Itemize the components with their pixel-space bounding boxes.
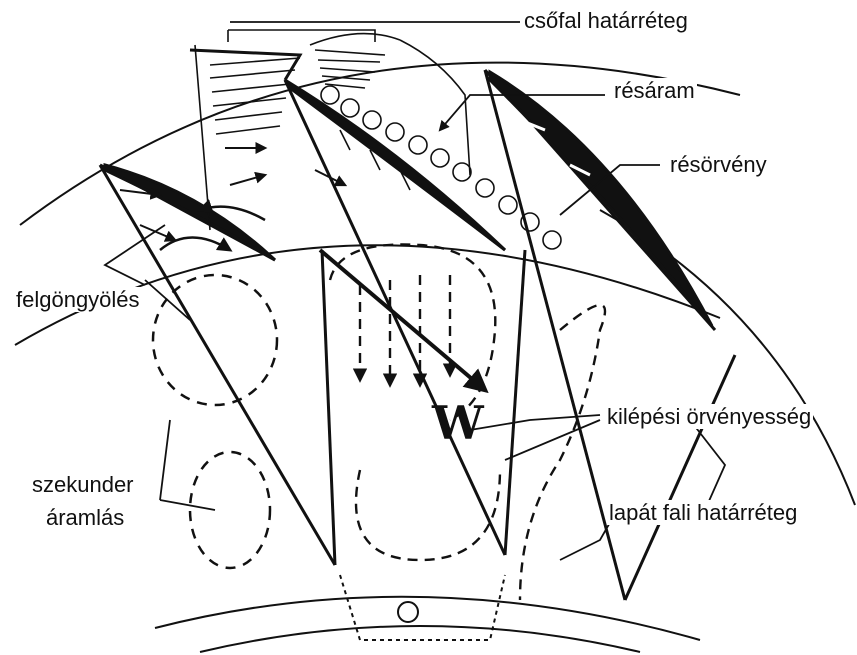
label-tip-leakage-flow: résáram: [612, 78, 697, 103]
label-relative-velocity-w: W: [432, 396, 484, 450]
blade-left: [100, 165, 335, 565]
label-exit-vorticity: kilépési örvényesség: [605, 404, 813, 429]
label-casing-boundary-layer: csőfal határréteg: [522, 8, 690, 33]
hub-vortex: [340, 575, 505, 640]
label-secondary-flow-line1: szekunder: [30, 472, 136, 497]
inner-arc-bottom: [155, 597, 700, 640]
outer-arc-right: [600, 210, 855, 505]
label-blade-boundary-layer: lapát fali határréteg: [607, 500, 799, 525]
label-tip-vortex: résörvény: [668, 152, 769, 177]
relative-velocity-arrow: [320, 250, 485, 390]
wall-boundary-layer: [195, 30, 470, 230]
label-secondary-flow-line2: áramlás: [44, 505, 126, 530]
secondary-flow-loops: [153, 207, 277, 568]
label-roll-up: felgöngyölés: [14, 287, 142, 312]
